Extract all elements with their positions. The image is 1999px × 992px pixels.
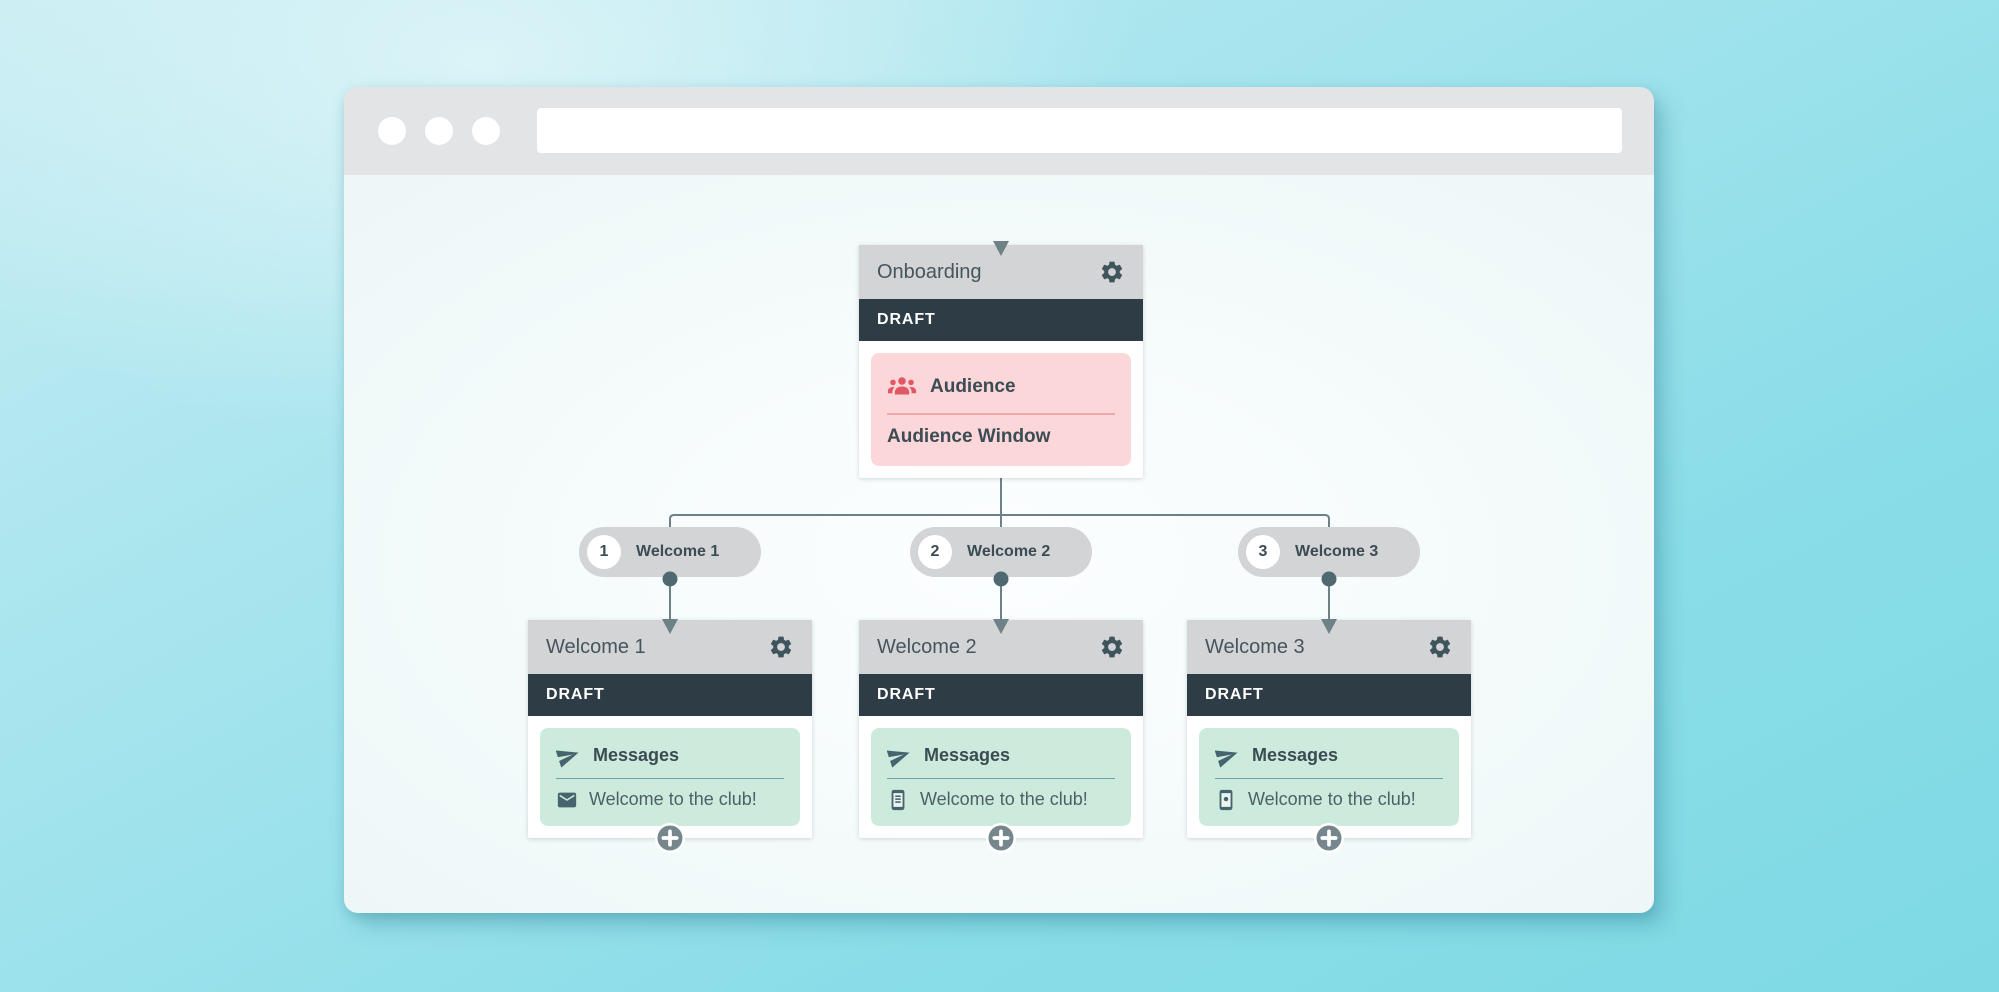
browser-titlebar xyxy=(344,87,1654,175)
push-phone-icon xyxy=(1215,789,1237,811)
gear-icon[interactable] xyxy=(768,634,794,660)
workflow-card-welcome-1[interactable]: Welcome 1 DRAFT Messages Welcome to the … xyxy=(528,620,812,854)
message-text: Welcome to the club! xyxy=(920,789,1088,809)
gear-icon[interactable] xyxy=(1427,634,1453,660)
audience-people-icon xyxy=(887,372,917,402)
plus-icon xyxy=(654,822,686,854)
branch-pill-3[interactable]: 3 Welcome 3 xyxy=(1238,527,1420,577)
card-header: Welcome 1 xyxy=(528,620,812,674)
messages-panel[interactable]: Messages Welcome to the club! xyxy=(540,728,800,826)
card-body: Messages Welcome to the club! xyxy=(528,716,812,838)
window-control-dot[interactable] xyxy=(378,117,406,145)
browser-window: Onboarding DRAFT Audience Audience Windo… xyxy=(344,87,1654,913)
message-row: Welcome to the club! xyxy=(556,789,784,811)
status-badge: DRAFT xyxy=(859,299,1143,341)
send-paper-plane-icon xyxy=(556,744,580,768)
card-body: Messages Welcome to the club! xyxy=(859,716,1143,838)
status-badge: DRAFT xyxy=(528,674,812,716)
messages-panel[interactable]: Messages Welcome to the club! xyxy=(1199,728,1459,826)
card-header: Welcome 3 xyxy=(1187,620,1471,674)
panel-heading: Messages xyxy=(593,745,680,765)
url-bar[interactable] xyxy=(537,108,1622,153)
branch-label: Welcome 1 xyxy=(636,543,720,560)
sms-phone-icon xyxy=(887,789,909,811)
card-title: Welcome 3 xyxy=(1205,635,1305,658)
gear-icon[interactable] xyxy=(1099,634,1125,660)
window-control-dot[interactable] xyxy=(472,117,500,145)
plus-icon xyxy=(985,822,1017,854)
panel-heading: Messages xyxy=(924,745,1011,765)
workflow-card-onboarding[interactable]: Onboarding DRAFT Audience Audience Windo… xyxy=(859,245,1143,478)
audience-heading-row: Audience xyxy=(887,372,1115,402)
add-step-button[interactable] xyxy=(985,822,1017,854)
workflow-canvas: Onboarding DRAFT Audience Audience Windo… xyxy=(344,175,1654,913)
card-title: Welcome 1 xyxy=(546,635,646,658)
workflow-card-welcome-3[interactable]: Welcome 3 DRAFT Messages Welcome to the … xyxy=(1187,620,1471,854)
branch-pill-1[interactable]: 1 Welcome 1 xyxy=(579,527,761,577)
card-title: Welcome 2 xyxy=(877,635,977,658)
workflow-card-welcome-2[interactable]: Welcome 2 DRAFT Messages Welcome to the … xyxy=(859,620,1143,854)
messages-heading-row: Messages xyxy=(556,744,784,768)
message-row: Welcome to the club! xyxy=(1215,789,1443,811)
window-control-dot[interactable] xyxy=(425,117,453,145)
panel-heading: Messages xyxy=(1252,745,1339,765)
card-header: Onboarding xyxy=(859,245,1143,299)
branch-number-badge: 1 xyxy=(587,535,621,569)
card-header: Welcome 2 xyxy=(859,620,1143,674)
audience-panel[interactable]: Audience Audience Window xyxy=(871,353,1131,466)
status-badge: DRAFT xyxy=(859,674,1143,716)
panel-divider xyxy=(1215,777,1443,779)
panel-divider xyxy=(887,412,1115,415)
message-text: Welcome to the club! xyxy=(589,789,757,809)
send-paper-plane-icon xyxy=(1215,744,1239,768)
branch-pill-2[interactable]: 2 Welcome 2 xyxy=(910,527,1092,577)
branch-drop-lines xyxy=(669,579,1330,623)
plus-icon xyxy=(1313,822,1345,854)
audience-detail-row: Audience Window xyxy=(887,426,1115,448)
branch-label: Welcome 3 xyxy=(1295,543,1379,560)
message-text: Welcome to the club! xyxy=(1248,789,1416,809)
send-paper-plane-icon xyxy=(887,744,911,768)
card-title: Onboarding xyxy=(877,260,982,283)
messages-panel[interactable]: Messages Welcome to the club! xyxy=(871,728,1131,826)
panel-heading: Audience xyxy=(930,375,1016,397)
card-body: Audience Audience Window xyxy=(859,341,1143,478)
gear-icon[interactable] xyxy=(1099,259,1125,285)
card-body: Messages Welcome to the club! xyxy=(1187,716,1471,838)
branch-label: Welcome 2 xyxy=(967,543,1051,560)
panel-divider xyxy=(887,777,1115,779)
add-step-button[interactable] xyxy=(1313,822,1345,854)
email-envelope-icon xyxy=(556,789,578,811)
branch-number-badge: 2 xyxy=(918,535,952,569)
panel-detail: Audience Window xyxy=(887,425,1051,447)
message-row: Welcome to the club! xyxy=(887,789,1115,811)
add-step-button[interactable] xyxy=(654,822,686,854)
messages-heading-row: Messages xyxy=(887,744,1115,768)
branch-number-badge: 3 xyxy=(1246,535,1280,569)
status-badge: DRAFT xyxy=(1187,674,1471,716)
messages-heading-row: Messages xyxy=(1215,744,1443,768)
panel-divider xyxy=(556,777,784,779)
